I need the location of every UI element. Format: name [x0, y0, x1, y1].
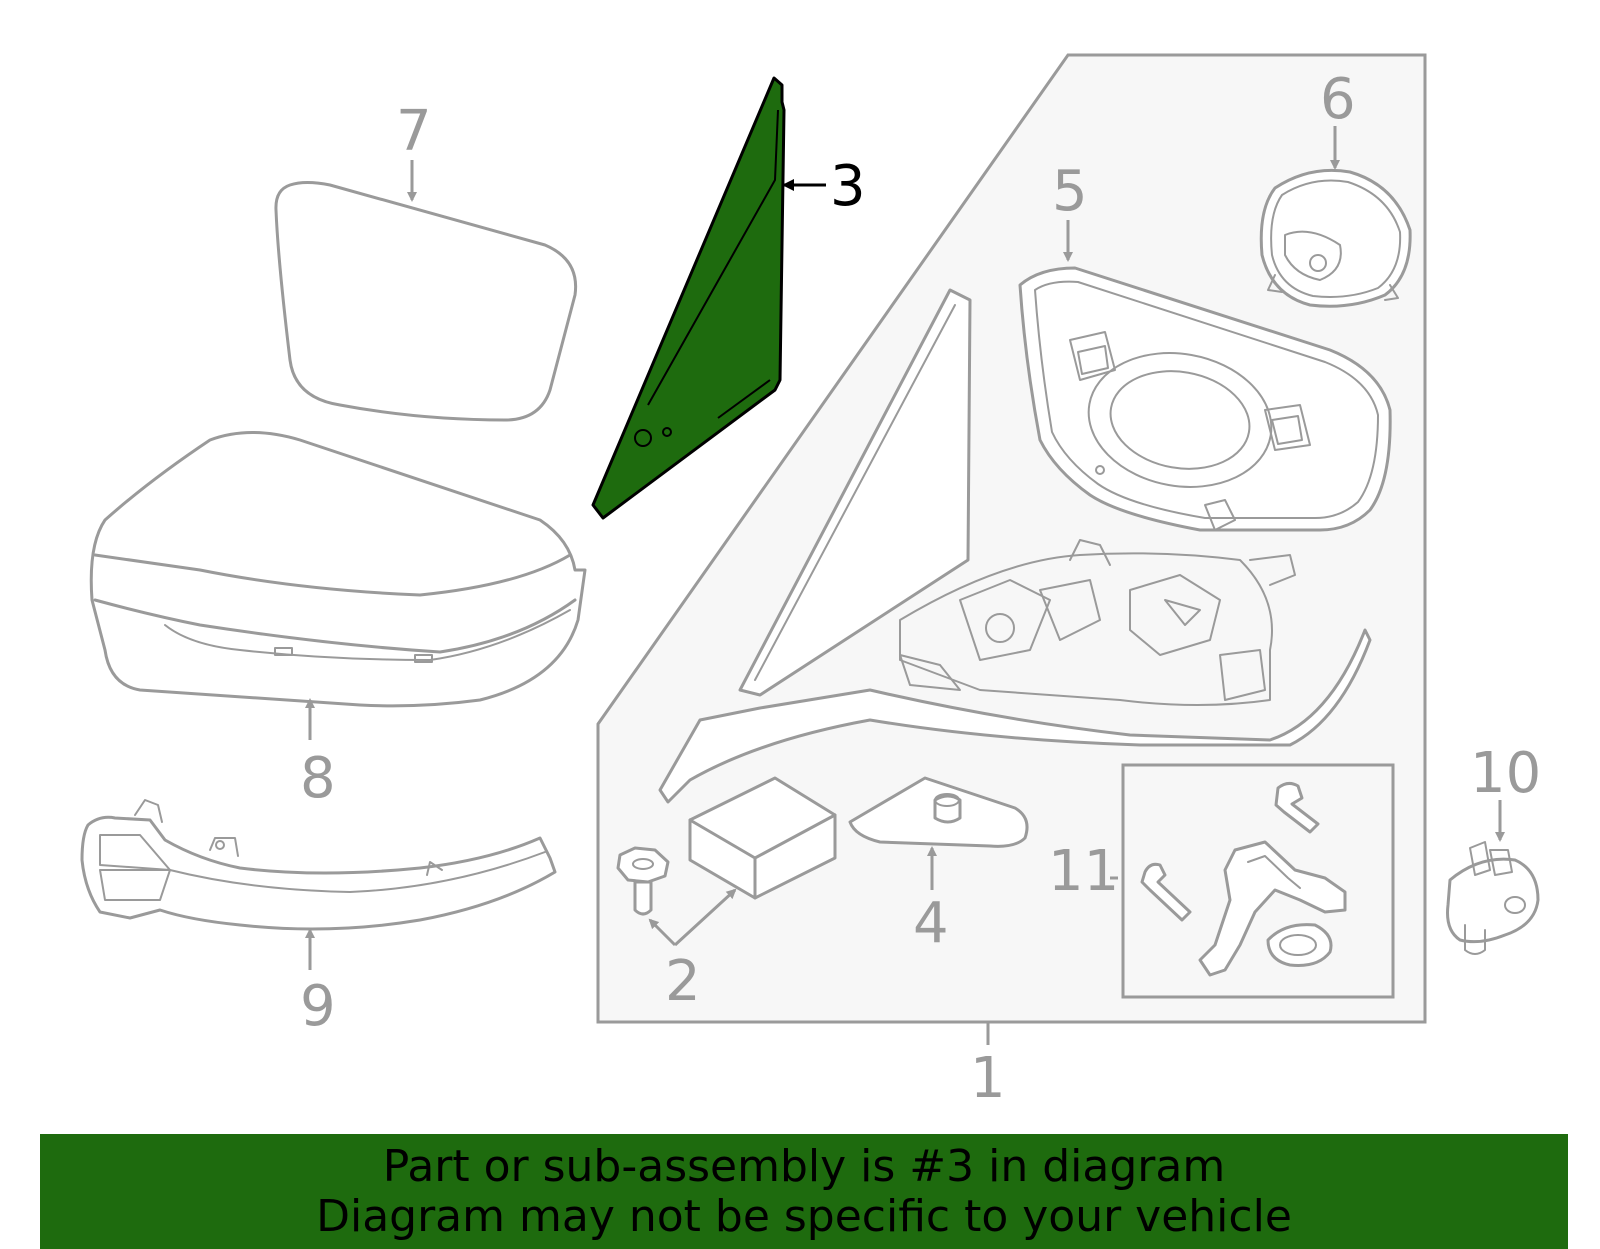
highlighted-part: [591, 76, 786, 520]
callout-5: 5: [1052, 159, 1088, 224]
mirror-cover: [89, 431, 587, 708]
mirror-motor: [688, 776, 837, 900]
callout-2: 2: [665, 949, 701, 1014]
callout-10: 10: [1470, 741, 1541, 806]
leader-lines: [305, 126, 1505, 1045]
banner-line-1: Part or sub-assembly is #3 in diagram: [382, 1140, 1226, 1192]
mirror-glass: [274, 181, 578, 422]
callout-1: 1: [970, 1046, 1006, 1111]
side-sensor: [1446, 841, 1540, 955]
callout-3: 3: [830, 154, 866, 219]
turn-signal-lamp: [80, 799, 557, 931]
mirror-base-assembly: [658, 288, 1372, 804]
callout-4: 4: [913, 891, 949, 956]
bracket-plate: [848, 776, 1029, 848]
mirror-trim-triangle: [591, 76, 786, 520]
banner-line-2: Diagram may not be specific to your vehi…: [316, 1190, 1292, 1242]
callout-7: 7: [396, 99, 432, 164]
callout-8: 8: [300, 746, 336, 811]
info-banner: Part or sub-assembly is #3 in diagram Di…: [40, 1134, 1568, 1249]
hardware-kit: [1121, 763, 1395, 999]
mounting-screw: [616, 846, 670, 916]
callout-11: 11: [1048, 839, 1119, 904]
mirror-housing-frame: [1018, 266, 1392, 532]
callout-6: 6: [1320, 67, 1356, 132]
callout-9: 9: [300, 974, 336, 1039]
mirror-actuator: [1259, 168, 1412, 308]
